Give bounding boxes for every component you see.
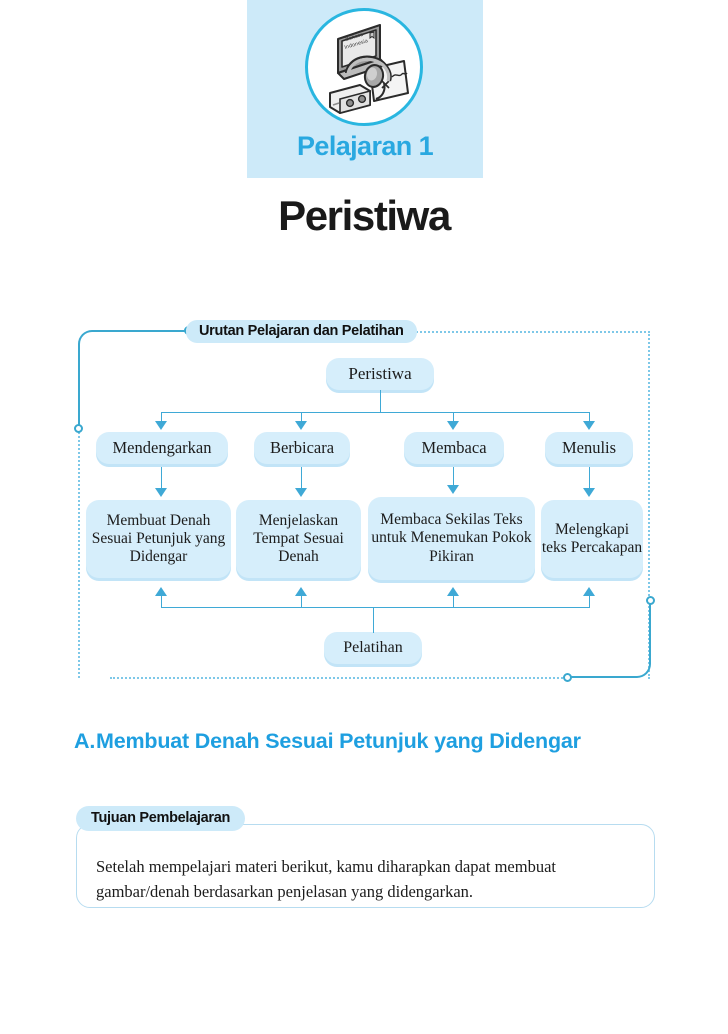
flow-node-menjelaskan-tempat: Menjelaskan Tempat Sesuai Denah bbox=[236, 500, 361, 578]
arrow-up-2 bbox=[295, 587, 307, 596]
objective-box bbox=[76, 824, 655, 908]
connector-pelatihan-stem bbox=[373, 607, 374, 633]
page-title: Peristiwa bbox=[278, 192, 451, 239]
svg-text:Bahasa: Bahasa bbox=[345, 32, 364, 43]
arrow-down-1 bbox=[155, 421, 167, 430]
connector-pelatihan-bus bbox=[161, 607, 589, 608]
flow-node-berbicara: Berbicara bbox=[254, 432, 350, 464]
connector-l1-l2-4 bbox=[589, 467, 590, 489]
connector-drop-3 bbox=[453, 412, 454, 424]
section-heading-text: Membuat Denah Sesuai Petunjuk yang Diden… bbox=[96, 729, 581, 753]
connector-drop-2 bbox=[301, 412, 302, 424]
flowchart-title-label: Urutan Pelajaran dan Pelatihan bbox=[186, 320, 417, 343]
frame-endpoint-dot-bottom bbox=[563, 673, 572, 682]
lesson-icon-svg: Bahasa Indonesia bbox=[329, 24, 409, 115]
flow-node-membaca-sekilas: Membaca Sekilas Teks untuk Menemukan Pok… bbox=[368, 497, 535, 580]
frame-dotted-right bbox=[648, 331, 650, 679]
connector-level1-bus bbox=[161, 412, 589, 413]
connector-drop-1 bbox=[161, 412, 162, 424]
connector-drop-4 bbox=[589, 412, 590, 424]
objective-text: Setelah mempelajari materi berikut, kamu… bbox=[96, 857, 556, 901]
section-letter: A. bbox=[74, 729, 96, 753]
flow-node-mendengarkan: Mendengarkan bbox=[96, 432, 228, 464]
connector-l1-l2-3 bbox=[453, 467, 454, 487]
frame-solid-bottom-right bbox=[565, 600, 651, 678]
arrow-down-8 bbox=[583, 488, 595, 497]
flow-node-membaca: Membaca bbox=[404, 432, 504, 464]
frame-endpoint-dot-left bbox=[74, 424, 83, 433]
flow-node-pelatihan: Pelatihan bbox=[324, 632, 422, 664]
connector-l1-l2-1 bbox=[161, 467, 162, 489]
objective-tab-label: Tujuan Pembelajaran bbox=[76, 806, 246, 831]
connector-up-3 bbox=[453, 596, 454, 608]
connector-up-1 bbox=[161, 596, 162, 608]
arrow-up-3 bbox=[447, 587, 459, 596]
connector-l1-l2-2 bbox=[301, 467, 302, 489]
flow-node-melengkapi-teks: Melengkapi teks Percakapan bbox=[541, 500, 643, 578]
frame-dotted-top bbox=[252, 331, 650, 333]
section-heading: A. Membuat Denah Sesuai Petunjuk yang Di… bbox=[74, 728, 664, 756]
arrow-down-7 bbox=[447, 485, 459, 494]
lesson-number-label: Pelajaran 1 bbox=[297, 131, 434, 161]
arrow-down-3 bbox=[447, 421, 459, 430]
frame-solid-top-left bbox=[78, 330, 188, 426]
connector-up-4 bbox=[589, 596, 590, 608]
arrow-up-1 bbox=[155, 587, 167, 596]
arrow-up-4 bbox=[583, 587, 595, 596]
arrow-down-2 bbox=[295, 421, 307, 430]
connector-root-stem bbox=[380, 390, 381, 412]
connector-up-2 bbox=[301, 596, 302, 608]
arrow-down-5 bbox=[155, 488, 167, 497]
flow-node-menulis: Menulis bbox=[545, 432, 633, 464]
flow-node-root: Peristiwa bbox=[326, 358, 434, 390]
arrow-down-4 bbox=[583, 421, 595, 430]
book-headphones-cassette-illustration: Bahasa Indonesia bbox=[305, 8, 423, 126]
frame-endpoint-dot-right bbox=[646, 596, 655, 605]
arrow-down-6 bbox=[295, 488, 307, 497]
flow-node-membuat-denah: Membuat Denah Sesuai Petunjuk yang Diden… bbox=[86, 500, 231, 578]
frame-dotted-bottom bbox=[110, 677, 570, 679]
frame-dotted-left bbox=[78, 428, 80, 678]
